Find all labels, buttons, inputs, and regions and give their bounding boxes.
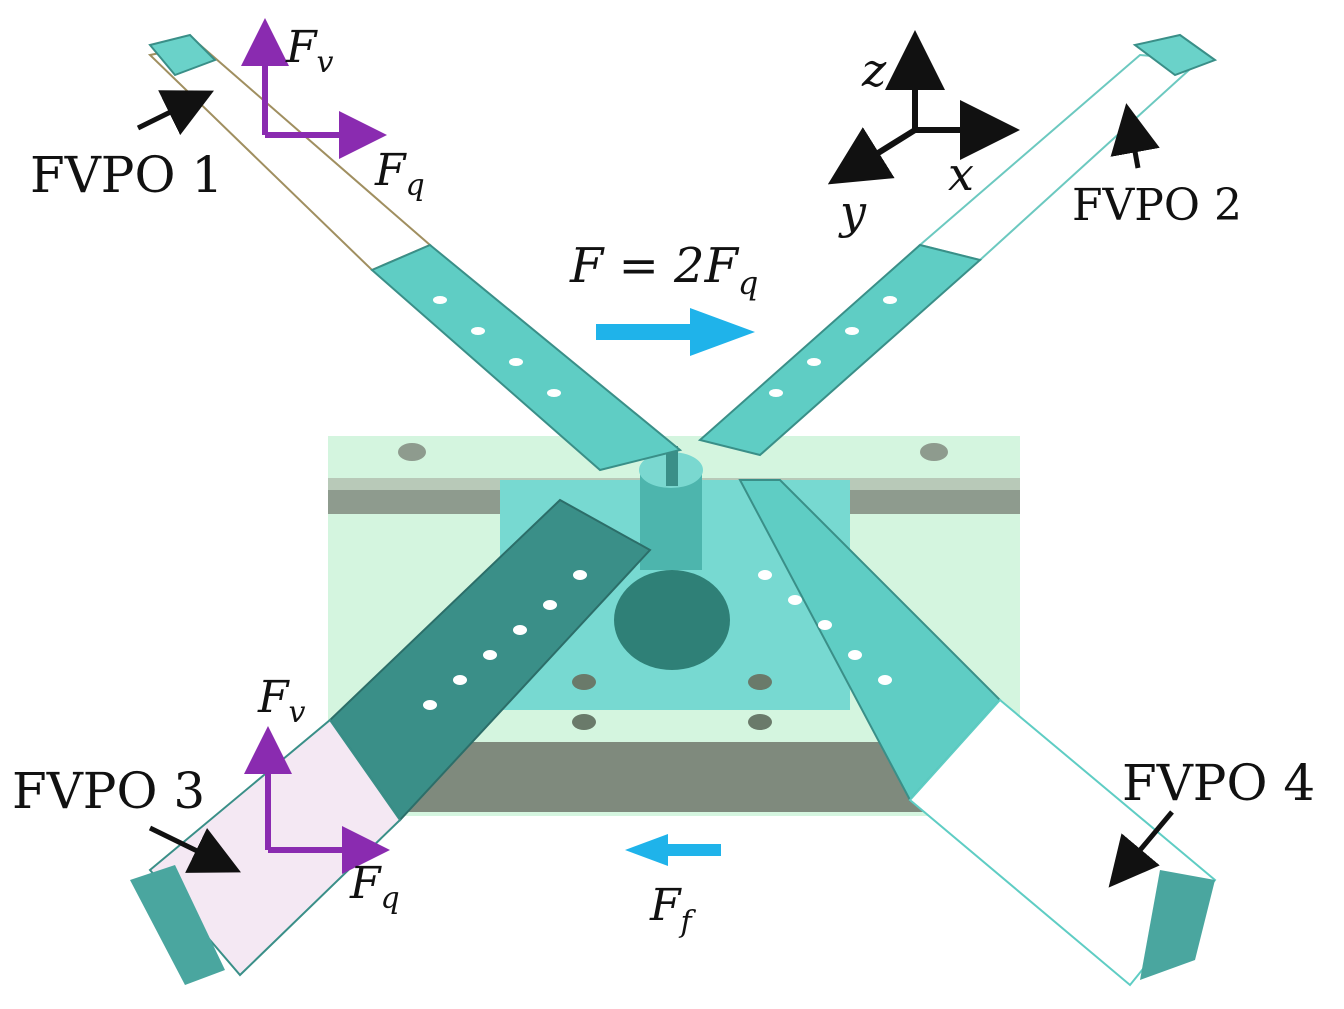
beam-holes [423,296,897,710]
force-axes-bottom-left [244,726,390,874]
fvpo2-pointer-arrow [1110,103,1160,169]
force-q-label-bottom: Fq [349,858,400,916]
fvpo2-label: FVPO 2 [1072,180,1242,231]
friction-force-arrow [625,834,721,866]
z-axis-label: z [861,43,887,97]
force-axes-top-left [241,18,387,159]
force-q-label-top: Fq [374,145,425,203]
x-axis-label: x [948,147,974,201]
fvpo3-label: FVPO 3 [12,762,205,820]
beam-upper-left [147,33,683,472]
y-axis-label: y [838,185,867,239]
fvpo1-label: FVPO 1 [30,146,223,204]
friction-force-label: Ff [649,880,697,940]
total-force-arrow [596,308,755,356]
beam-lower-right [738,479,1217,987]
force-v-label-top: Fv [285,22,334,80]
force-v-label-bottom: Fv [257,672,306,730]
fvpo1-pointer-arrow [136,90,214,136]
fvpo4-label: FVPO 4 [1122,754,1315,812]
total-force-equation: F = 2Fq [569,238,758,302]
coordinate-axes [827,30,1020,185]
fvpo4-pointer-arrow [1108,810,1174,888]
center-hub [614,446,730,670]
fvpo3-pointer-arrow [148,825,241,873]
